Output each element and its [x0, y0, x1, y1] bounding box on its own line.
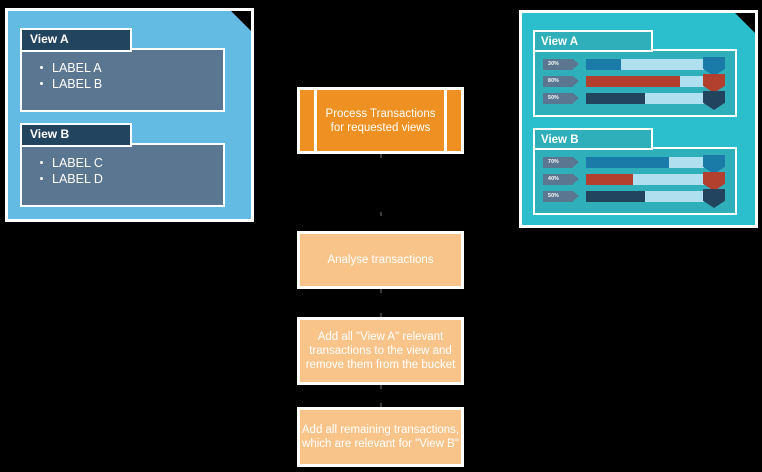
bar-fill — [586, 173, 634, 185]
bar-chart-view-a: 30% 80% — [543, 58, 704, 109]
percent-tag: 50% — [543, 190, 579, 202]
chevron-down-icon — [703, 57, 725, 76]
flow-step-analyse-transactions[interactable]: Analyse transactions — [297, 231, 464, 289]
views-result-panel: View A 30% 80% — [519, 7, 761, 228]
bar-fill — [586, 75, 681, 87]
flow-step-add-view-a[interactable]: Add all "View A" relevant transactions t… — [297, 317, 464, 385]
definition-group-view-a-title: View A — [20, 28, 132, 52]
bar-fill — [586, 190, 645, 202]
percent-tag-label: 30% — [548, 60, 559, 67]
percent-tag: 50% — [543, 92, 579, 104]
bar-row: 40% — [543, 173, 704, 185]
flow-connector — [380, 212, 382, 216]
bar-fill — [586, 156, 669, 168]
bar-row: 50% — [543, 92, 704, 104]
bar-track — [586, 156, 704, 168]
bar-fill — [586, 92, 645, 104]
result-group-view-b-title: View B — [533, 128, 653, 150]
chevron-down-icon — [703, 189, 725, 208]
flow-connector — [380, 313, 382, 317]
percent-tag: 40% — [543, 173, 579, 185]
percent-tag-label: 80% — [548, 77, 559, 84]
flow-step-process-transactions-label: Process Transactions for requested views — [325, 107, 436, 134]
result-group-view-a-title: View A — [533, 30, 653, 52]
folded-corner-icon — [732, 7, 761, 36]
views-definition-panel: View A LABEL A LABEL B View B LABEL C LA… — [5, 5, 257, 222]
chevron-down-icon — [703, 74, 725, 93]
chevron-down-icon — [703, 155, 725, 174]
bar-row: 50% — [543, 190, 704, 202]
label-list: LABEL A LABEL B — [22, 50, 223, 92]
chevron-down-icon — [703, 172, 725, 191]
bar-chart-view-b: 70% 40% — [543, 156, 704, 207]
bar-row: 30% — [543, 58, 704, 70]
bar-track — [586, 75, 704, 87]
percent-tag-label: 50% — [548, 94, 559, 101]
flow-step-add-view-b-label: Add all remaining transactions, which ar… — [301, 424, 460, 450]
percent-tag: 70% — [543, 156, 579, 168]
flow-step-add-view-a-label: Add all "View A" relevant transactions t… — [305, 331, 456, 371]
percent-tag-label: 50% — [548, 192, 559, 199]
list-item: LABEL B — [40, 76, 223, 92]
bar-track — [586, 92, 704, 104]
result-group-view-a-body: 30% 80% — [533, 49, 737, 117]
flow-connector — [380, 403, 382, 407]
flow-step-process-transactions[interactable]: Process Transactions for requested views — [297, 87, 464, 154]
flow-step-analyse-transactions-label: Analyse transactions — [327, 254, 434, 266]
list-item: LABEL A — [40, 60, 223, 76]
percent-tag: 30% — [543, 58, 579, 70]
definition-group-view-b-body: LABEL C LABEL D — [20, 143, 225, 207]
list-item: LABEL D — [40, 171, 223, 187]
chevron-stack-view-b — [703, 155, 725, 208]
chevron-down-icon — [703, 91, 725, 110]
bar-row: 80% — [543, 75, 704, 87]
list-item: LABEL C — [40, 155, 223, 171]
percent-tag-label: 70% — [548, 158, 559, 165]
chevron-stack-view-a — [703, 57, 725, 110]
bar-track — [586, 58, 704, 70]
flow-connector — [380, 289, 382, 293]
definition-group-view-a-body: LABEL A LABEL B — [20, 48, 225, 112]
folded-corner-icon — [228, 5, 257, 34]
definition-group-view-b-title: View B — [20, 123, 132, 147]
bar-row: 70% — [543, 156, 704, 168]
flow-connector — [380, 154, 382, 158]
bar-track — [586, 173, 704, 185]
bar-fill — [586, 58, 622, 70]
bar-track — [586, 190, 704, 202]
percent-tag-label: 40% — [548, 175, 559, 182]
result-group-view-b-body: 70% 40% — [533, 147, 737, 215]
flow-connector — [380, 385, 382, 389]
label-list: LABEL C LABEL D — [22, 145, 223, 187]
flow-step-add-view-b[interactable]: Add all remaining transactions, which ar… — [297, 407, 464, 467]
percent-tag: 80% — [543, 75, 579, 87]
